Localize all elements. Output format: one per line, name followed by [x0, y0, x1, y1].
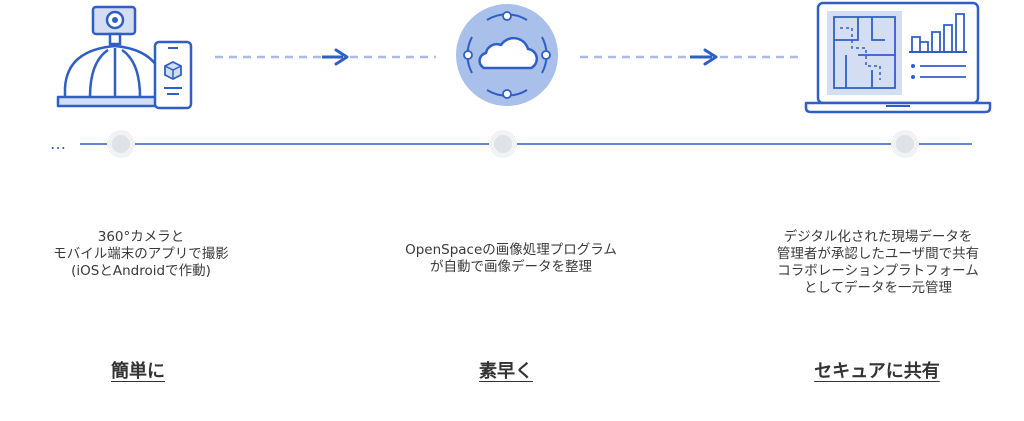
flow-arrow-1	[215, 48, 436, 66]
process-diagram: …	[50, 1, 992, 158]
timeline	[80, 130, 972, 158]
step-1-description: 360°カメラと モバイル端末のアプリで撮影 (iOSとAndroidで作動)	[53, 229, 229, 279]
step-1-tag: 簡単に	[111, 361, 165, 382]
step-3-description: デジタル化された現場データを 管理者が承認したユーザ間で共有 コラボレーションプ…	[776, 229, 980, 296]
laptop-dashboard-icon	[804, 1, 992, 114]
camera-helmet-phone-icon	[56, 5, 193, 110]
cloud-sync-icon	[456, 4, 558, 106]
timeline-ellipsis: …	[50, 134, 66, 153]
step-2-tag: 素早く	[479, 361, 533, 382]
flow-arrow-2	[580, 48, 800, 66]
step-2-description: OpenSpaceの画像処理プログラム が自動で画像データを整理	[405, 242, 617, 275]
step-3-tag: セキュアに共有	[814, 361, 940, 382]
